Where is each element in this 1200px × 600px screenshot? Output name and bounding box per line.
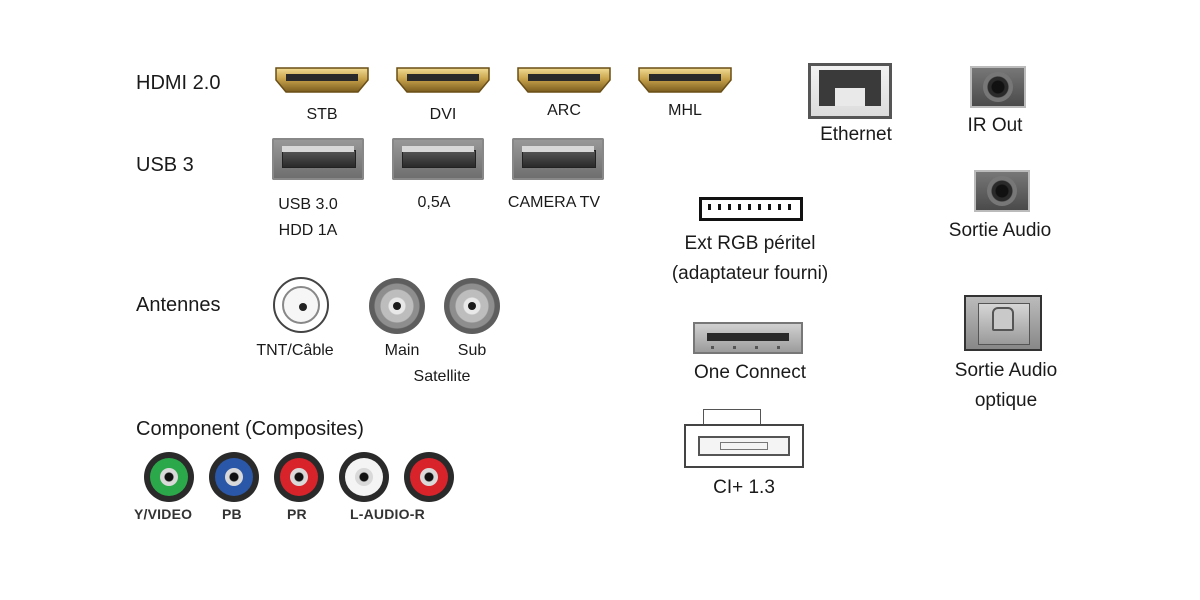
optique-label-1: Sortie Audio	[954, 360, 1058, 381]
rca-hole	[225, 468, 243, 486]
ci-inner-detail	[720, 442, 768, 450]
usb-tongue	[402, 146, 474, 152]
usb-slot	[282, 150, 356, 168]
hdmi-port-icon	[396, 67, 490, 93]
tnt-antenna-icon	[273, 277, 329, 333]
rca-label-yvideo: Y/VIDEO	[134, 506, 193, 522]
usb-port-icon	[272, 138, 364, 180]
coax-pin	[299, 303, 307, 311]
tnt-label: TNT/Câble	[256, 342, 334, 359]
usb-port-icon	[392, 138, 484, 180]
rca-jack-icon	[209, 452, 259, 502]
ir-out-jack-icon	[970, 66, 1026, 108]
rgb-label-1: Ext RGB péritel	[684, 233, 816, 254]
one-connect-label: One Connect	[694, 362, 806, 383]
ethernet-port-icon	[808, 63, 892, 119]
hdmi-port-label: MHL	[668, 102, 702, 119]
rca-hole	[160, 468, 178, 486]
component-row-label: Component (Composites)	[136, 418, 364, 440]
ci-slot-tab	[703, 409, 761, 425]
satellite-main-icon	[369, 278, 425, 334]
rca-jack-icon	[339, 452, 389, 502]
hdmi-port-icon	[517, 67, 611, 93]
main-label: Main	[384, 342, 420, 359]
ci-inner	[698, 436, 790, 456]
satellite-label: Satellite	[413, 368, 471, 385]
ethernet-notch	[835, 88, 865, 106]
sub-label: Sub	[457, 342, 487, 359]
jack-hole	[983, 72, 1013, 102]
usb-slot	[402, 150, 476, 168]
usb-port-label-1: CAMERA TV	[507, 194, 601, 211]
rca-label-pr: PR	[287, 506, 307, 522]
ethernet-label: Ethernet	[820, 124, 892, 145]
rgb-label-2: (adaptateur fourni)	[671, 263, 829, 284]
hdmi-port-icon	[275, 67, 369, 93]
optical-port-icon	[964, 295, 1042, 351]
hdmi-port-label: ARC	[547, 102, 581, 119]
usb-tongue	[282, 146, 354, 152]
rca-label-pb: PB	[222, 506, 242, 522]
rca-jack-icon	[404, 452, 454, 502]
usb-port-icon	[512, 138, 604, 180]
audio-out-jack-icon	[974, 170, 1030, 212]
satellite-sub-icon	[444, 278, 500, 334]
optical-window	[992, 307, 1014, 331]
ci-label: CI+ 1.3	[713, 477, 775, 498]
one-connect-dots	[711, 346, 787, 349]
hdmi-port-label: DVI	[429, 106, 457, 123]
one-connect-port-icon	[693, 322, 803, 354]
coax-pin	[393, 302, 401, 310]
scart-pins	[708, 204, 794, 210]
ir-out-label: IR Out	[967, 115, 1023, 136]
hdmi-row-label: HDMI 2.0	[136, 72, 221, 94]
usb-slot	[522, 150, 596, 168]
sortie-audio-label: Sortie Audio	[948, 220, 1052, 241]
rca-hole	[290, 468, 308, 486]
rca-label-audio: L-AUDIO-R	[350, 506, 425, 522]
hdmi-port-icon	[638, 67, 732, 93]
coax-pin	[468, 302, 476, 310]
antennes-row-label: Antennes	[136, 294, 221, 316]
scart-port-icon	[699, 197, 803, 221]
usb-port-label-2: HDD 1A	[278, 222, 338, 239]
usb-port-label-1: 0,5A	[417, 194, 451, 211]
optique-label-2: optique	[974, 390, 1038, 411]
rca-jack-icon	[144, 452, 194, 502]
usb-tongue	[522, 146, 594, 152]
rca-hole	[420, 468, 438, 486]
usb-row-label: USB 3	[136, 154, 194, 176]
rca-jack-icon	[274, 452, 324, 502]
usb-port-label-1: USB 3.0	[278, 196, 338, 213]
jack-hole	[987, 176, 1017, 206]
one-connect-slot	[707, 333, 789, 341]
hdmi-port-label: STB	[306, 106, 338, 123]
rca-hole	[355, 468, 373, 486]
ci-slot-icon	[684, 424, 804, 468]
